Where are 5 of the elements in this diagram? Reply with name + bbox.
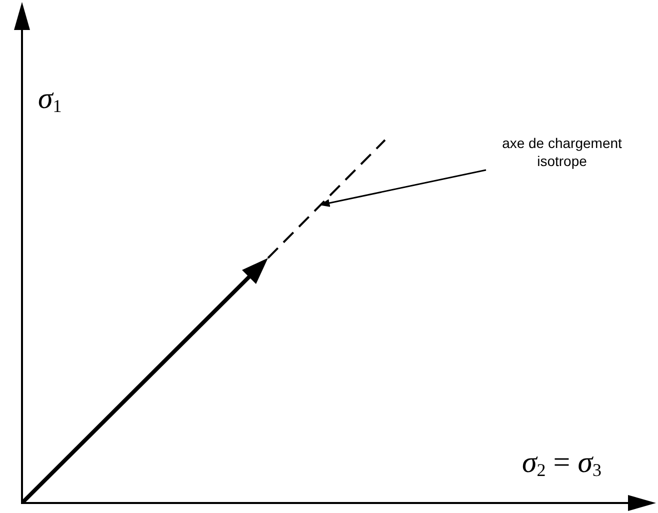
leader-line bbox=[320, 169, 486, 207]
axis-label: σ$_{1}$ bbox=[38, 84, 62, 115]
annotation-text: axe de chargement isotrope bbox=[478, 134, 646, 170]
dashed-line bbox=[267, 139, 386, 259]
axis-label: σ$_{2}$ = σ$_{3}$ bbox=[522, 448, 602, 479]
